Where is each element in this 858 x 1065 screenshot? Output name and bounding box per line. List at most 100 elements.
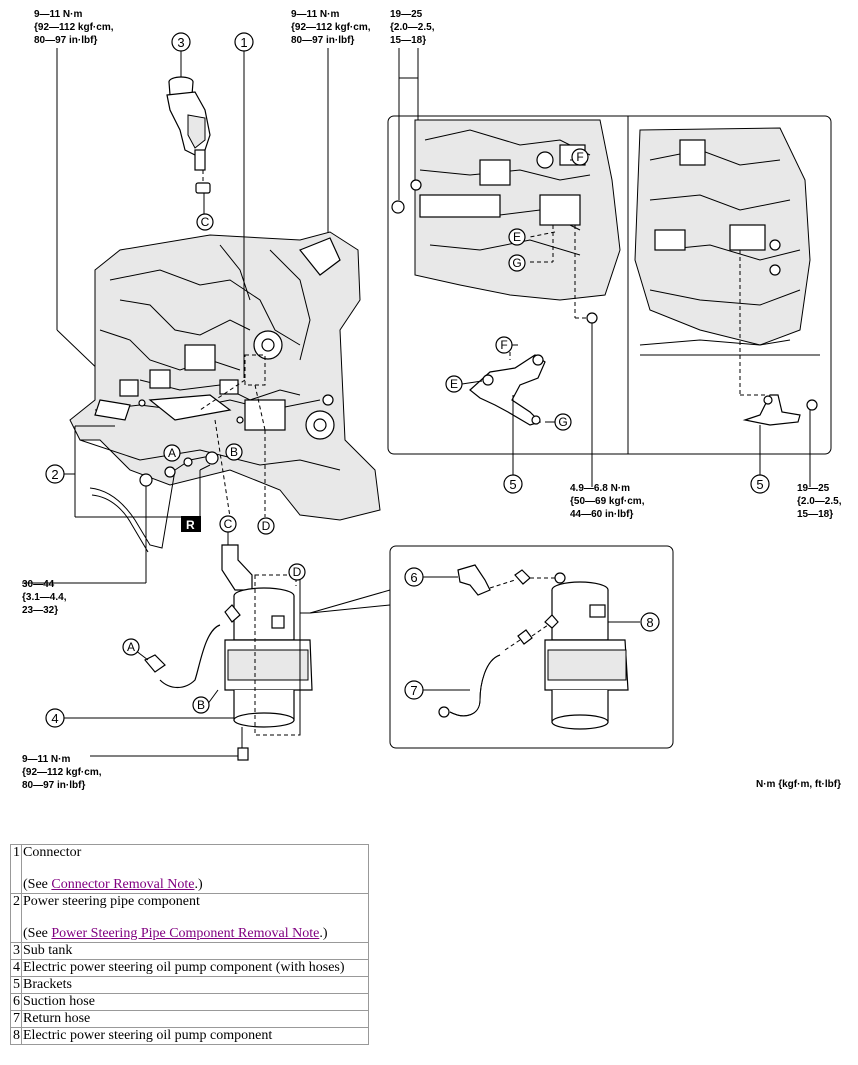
part-number: 5 xyxy=(10,976,22,994)
svg-text:{2.0—2.5,: {2.0—2.5, xyxy=(390,22,435,33)
letter-g-bracket: G xyxy=(554,413,572,431)
svg-text:{2.0—2.5,: {2.0—2.5, xyxy=(797,496,842,507)
svg-text:G: G xyxy=(512,256,521,270)
part-number: 2 xyxy=(10,893,22,943)
svg-text:44—60 in·lbf}: 44—60 in·lbf} xyxy=(570,509,633,520)
svg-text:A: A xyxy=(168,446,176,460)
svg-text:9—11 N·m: 9—11 N·m xyxy=(34,9,82,20)
part-description: Connector (See Connector Removal Note.) xyxy=(21,844,369,894)
part-description: Power steering pipe component (See Power… xyxy=(21,893,369,943)
callout-2: 2 xyxy=(45,464,65,484)
svg-text:5: 5 xyxy=(756,477,763,492)
part-number: 4 xyxy=(10,959,22,977)
table-row: 1 Connector (See Connector Removal Note.… xyxy=(10,844,369,894)
svg-text:G: G xyxy=(558,415,567,429)
letter-c-upper: C xyxy=(196,213,214,231)
svg-text:15—18}: 15—18} xyxy=(797,509,833,520)
table-row: 6 Suction hose xyxy=(10,993,369,1011)
letter-e-panel: E xyxy=(508,228,526,246)
part-name: Electric power steering oil pump compone… xyxy=(21,959,369,977)
part-note: (See Power Steering Pipe Component Remov… xyxy=(23,926,328,941)
table-row: 3 Sub tank xyxy=(10,942,369,960)
svg-text:E: E xyxy=(513,230,521,244)
letter-c-lower: C xyxy=(219,515,237,533)
part-number: 1 xyxy=(10,844,22,894)
svg-text:15—18}: 15—18} xyxy=(390,35,426,46)
svg-text:80—97 in·lbf}: 80—97 in·lbf} xyxy=(291,35,354,46)
part-name: Brackets xyxy=(21,976,369,994)
svg-text:C: C xyxy=(224,517,233,531)
table-row: 8 Electric power steering oil pump compo… xyxy=(10,1027,369,1045)
pipe-component-removal-note-link[interactable]: Power Steering Pipe Component Removal No… xyxy=(51,926,320,941)
svg-text:3: 3 xyxy=(177,35,184,50)
svg-text:B: B xyxy=(230,445,238,459)
parts-table: 1 Connector (See Connector Removal Note.… xyxy=(10,844,369,1045)
letter-b-lower: B xyxy=(192,696,210,714)
part-number: 3 xyxy=(10,942,22,960)
table-row: 7 Return hose xyxy=(10,1010,369,1028)
svg-text:23—32}: 23—32} xyxy=(22,605,58,616)
unit-note: N·m {kgf·m, ft·lbf} xyxy=(756,779,841,790)
torque-label-bracket-right: 19—25 {2.0—2.5, 15—18} xyxy=(797,483,842,520)
torque-label-top-right: 19—25 {2.0—2.5, 15—18} xyxy=(390,9,435,46)
part-number: 8 xyxy=(10,1027,22,1045)
letter-d-upper: D xyxy=(257,517,275,535)
torque-label-bracket-left: 4.9—6.8 N·m {50—69 kgf·cm, 44—60 in·lbf} xyxy=(570,483,645,520)
part-note: (See Connector Removal Note.) xyxy=(23,877,203,892)
bracket-detail-right xyxy=(634,127,820,356)
torque-label-pipe-bolt: 30—44 {3.1—4.4, 23—32} xyxy=(22,579,67,616)
letter-a-lower: A xyxy=(122,638,140,656)
svg-text:{92—112 kgf·cm,: {92—112 kgf·cm, xyxy=(291,22,371,33)
letter-d-lower: D xyxy=(288,563,306,581)
letter-a-upper: A xyxy=(163,444,181,462)
detail-panel-pump xyxy=(389,545,674,749)
part-name: Return hose xyxy=(21,1010,369,1028)
letter-f-panel: F xyxy=(571,148,589,166)
table-row: 2 Power steering pipe component (See Pow… xyxy=(10,893,369,943)
torque-label-top-middle: 9—11 N·m {92—112 kgf·cm, 80—97 in·lbf} xyxy=(291,9,371,46)
callout-1: 1 xyxy=(234,32,254,52)
engine-bay-illustration xyxy=(69,231,381,553)
pump-illustration xyxy=(144,544,313,761)
connector-removal-note-link[interactable]: Connector Removal Note xyxy=(51,877,195,892)
bracket-illustration-left xyxy=(469,354,546,426)
sub-tank-illustration xyxy=(166,76,211,194)
svg-text:80—97 in·lbf}: 80—97 in·lbf} xyxy=(34,35,97,46)
svg-text:{92—112 kgf·cm,: {92—112 kgf·cm, xyxy=(34,22,114,33)
detail-panel-brackets xyxy=(387,115,832,455)
bracket-illustration-right xyxy=(742,394,818,426)
part-name: Sub tank xyxy=(21,942,369,960)
svg-text:B: B xyxy=(197,698,205,712)
svg-text:19—25: 19—25 xyxy=(797,483,830,494)
svg-text:R: R xyxy=(186,518,195,532)
svg-text:{50—69 kgf·cm,: {50—69 kgf·cm, xyxy=(570,496,645,507)
svg-text:D: D xyxy=(262,519,271,533)
torque-label-top-left: 9—11 N·m {92—112 kgf·cm, 80—97 in·lbf} xyxy=(34,9,114,46)
svg-text:8: 8 xyxy=(646,615,653,630)
callout-8: 8 xyxy=(640,612,660,632)
callout-4: 4 xyxy=(45,708,65,728)
callout-3: 3 xyxy=(171,32,191,52)
callout-5-left: 5 xyxy=(503,474,523,494)
svg-text:F: F xyxy=(500,338,507,352)
part-number: 7 xyxy=(10,1010,22,1028)
part-number: 6 xyxy=(10,993,22,1011)
svg-text:30—44: 30—44 xyxy=(22,579,55,590)
torque-label-pump-bolt: 9—11 N·m {92—112 kgf·cm, 80—97 in·lbf} xyxy=(22,754,102,791)
svg-text:A: A xyxy=(127,640,135,654)
svg-text:4.9—6.8 N·m: 4.9—6.8 N·m xyxy=(570,483,630,494)
exploded-view-diagram: 9—11 N·m {92—112 kgf·cm, 80—97 in·lbf} 9… xyxy=(22,9,842,791)
part-name: Connector xyxy=(23,845,82,860)
svg-text:E: E xyxy=(450,377,458,391)
part-name: Power steering pipe component xyxy=(23,894,200,909)
svg-text:9—11 N·m: 9—11 N·m xyxy=(291,9,339,20)
bracket-detail-left xyxy=(391,119,621,324)
callout-6: 6 xyxy=(404,567,424,587)
svg-text:19—25: 19—25 xyxy=(390,9,423,20)
svg-text:4: 4 xyxy=(51,711,58,726)
svg-text:9—11 N·m: 9—11 N·m xyxy=(22,754,70,765)
svg-text:6: 6 xyxy=(410,570,417,585)
svg-text:2: 2 xyxy=(51,467,58,482)
pump-detail-illustration xyxy=(438,564,629,730)
letter-g-panel: G xyxy=(508,254,526,272)
